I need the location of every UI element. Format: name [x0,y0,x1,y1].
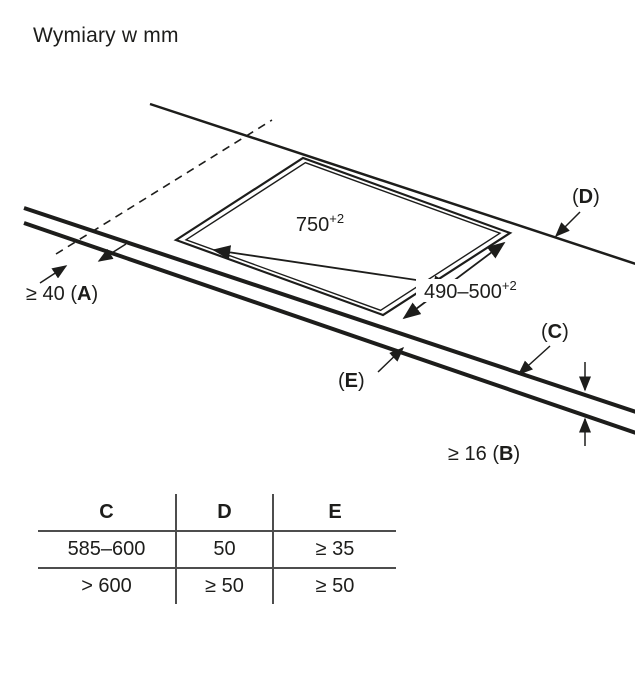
width-dimension-text-backdrop [416,279,548,302]
front-clearance-e-label: (E) [338,370,365,392]
width-dimension: 490–500+2 [402,241,548,320]
table-header-e: E [272,494,396,532]
table-cell-c-row2: > 600 [81,575,132,597]
length-dimension-label: 750+2 [296,211,344,236]
rear-clearance-d-label: (D) [572,186,600,208]
thickness-b-label: ≥ 16 (B) [448,443,520,465]
front-clearance-e: (E) [338,346,405,392]
dimension-table: C D E 585–600 50 ≥ 35 > 600 ≥ 50 ≥ 50 [38,494,396,604]
depth-c-arrow [517,345,551,376]
clearance-a: ≥ 40 (A) [26,243,127,305]
table-header-row: C D E [38,494,396,532]
clearance-a-arrow-left [39,265,68,284]
width-dimension-label: 490–500+2 [424,278,517,303]
table-header-d: D [175,494,273,532]
worktop-front-top-edge-line [23,206,635,414]
clearance-a-label: ≥ 40 (A) [26,283,98,305]
length-dimension: 750+2 [212,211,452,290]
rear-clearance-d-arrow [554,211,581,238]
thickness-b: ≥ 16 (B) [448,362,591,465]
table-row: 585–600 50 ≥ 35 [38,531,396,569]
hidden-edge-dashed-line [55,119,273,255]
cutout-outline-outer [173,156,513,317]
worktop-edges [23,102,635,435]
worktop-back-edge-line [149,102,635,265]
table-cell-d-row1: 50 [175,531,273,569]
front-clearance-e-arrow [377,346,405,373]
depth-c: (C) [517,321,569,376]
table-cell-d-row2: ≥ 50 [175,568,273,604]
clearance-a-arrow-right [97,243,127,262]
table-cell-e-row2: ≥ 50 [272,568,396,604]
table-row: > 600 ≥ 50 ≥ 50 [38,568,396,604]
page-title: Wymiary w mm [33,24,179,47]
rear-clearance-d: (D) [554,186,600,238]
worktop-front-bottom-edge-line [23,221,635,435]
table-cell-e-row1: ≥ 35 [272,531,396,569]
depth-c-label: (C) [541,321,569,343]
table-header-c: C [38,494,176,532]
table-cell-c-row1: 585–600 [38,531,176,569]
